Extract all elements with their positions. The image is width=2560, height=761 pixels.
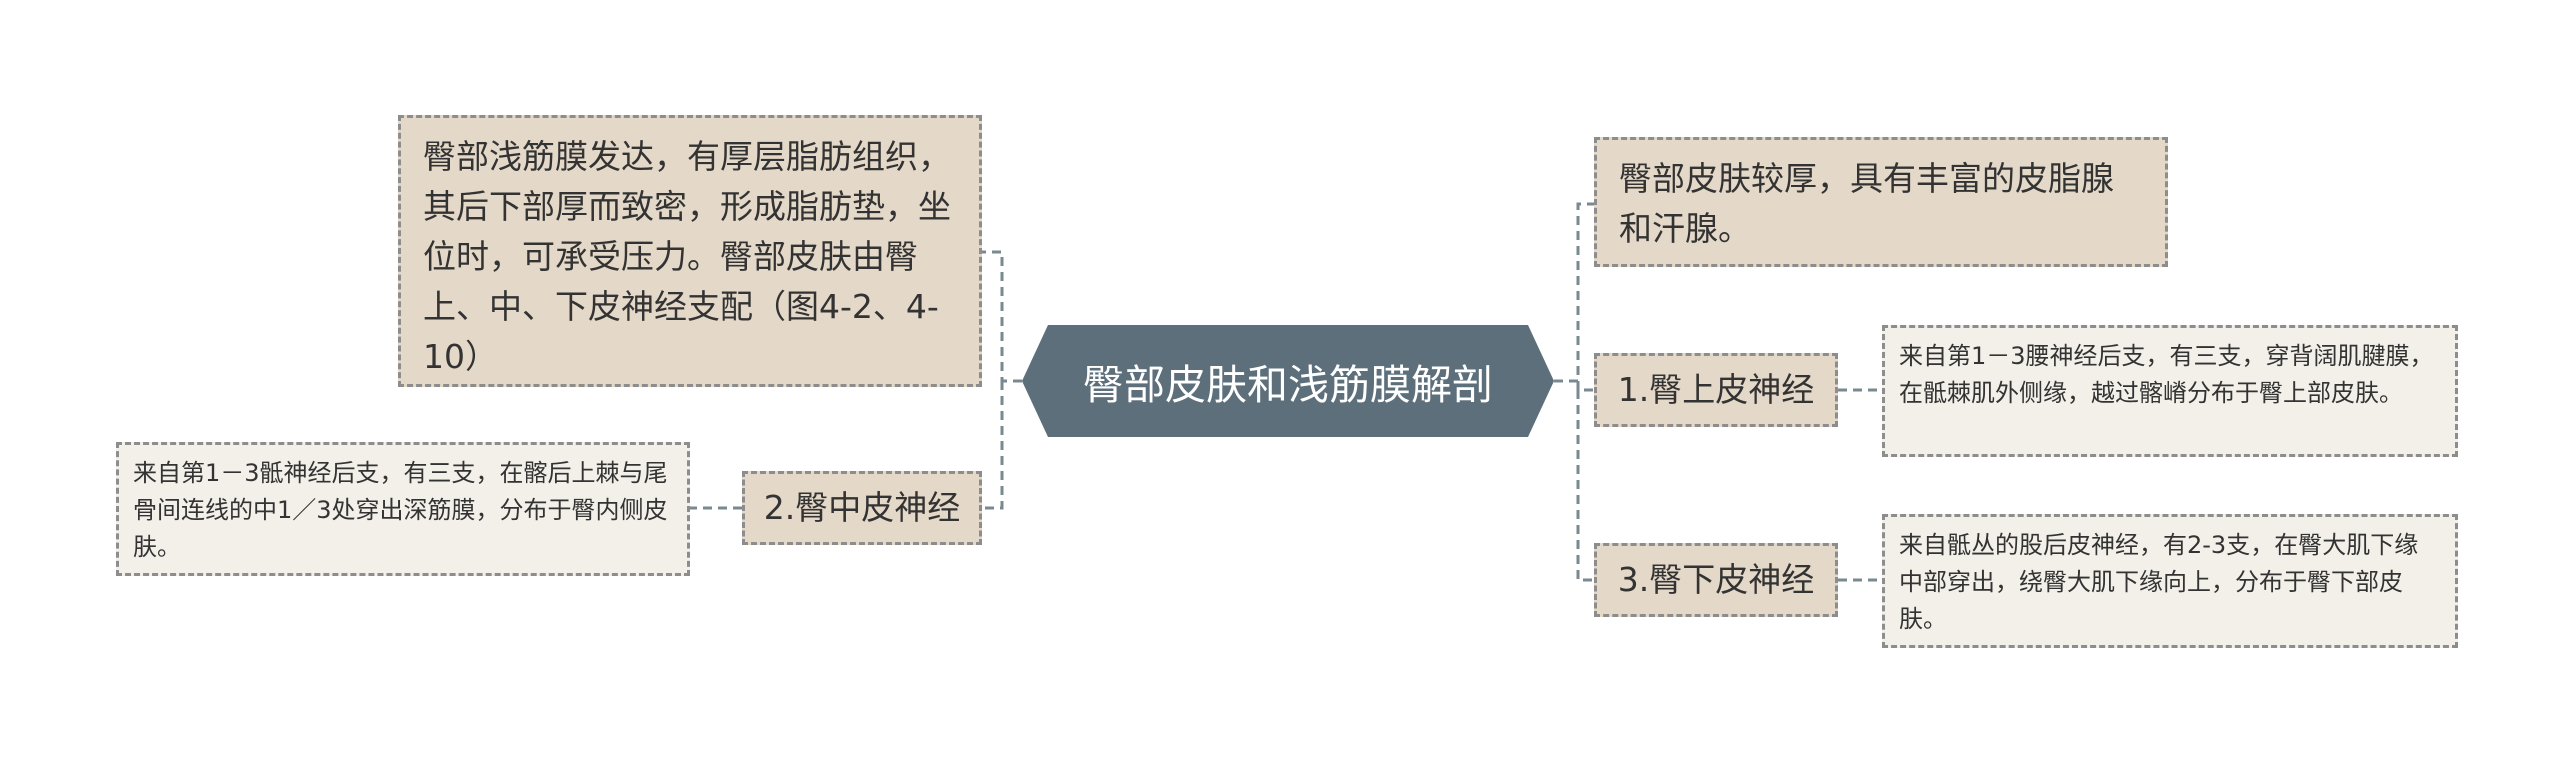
- upper-nerve-detail-node[interactable]: 来自第1－3腰神经后支，有三支，穿背阔肌腱膜，在骶棘肌外侧缘，越过髂嵴分布于臀上…: [1882, 325, 2458, 457]
- middle-nerve-node[interactable]: 2.臀中皮神经: [742, 471, 982, 545]
- skin-description-node[interactable]: 臀部皮肤较厚，具有丰富的皮脂腺和汗腺。: [1594, 137, 2168, 267]
- root-label: 臀部皮肤和浅筋膜解剖: [1083, 361, 1493, 409]
- middle-nerve-detail-text: 来自第1－3骶神经后支，有三支，在髂后上棘与尾骨间连线的中1／3处穿出深筋膜，分…: [133, 459, 668, 561]
- lower-nerve-node[interactable]: 3.臀下皮神经: [1594, 543, 1838, 617]
- root-shape: [1022, 325, 1554, 437]
- middle-nerve-detail-node[interactable]: 来自第1－3骶神经后支，有三支，在髂后上棘与尾骨间连线的中1／3处穿出深筋膜，分…: [116, 442, 690, 576]
- lower-nerve-detail-text: 来自骶丛的股后皮神经，有2-3支，在臀大肌下缘中部穿出，绕臀大肌下缘向上，分布于…: [1899, 531, 2419, 633]
- lower-nerve-label: 3.臀下皮神经: [1617, 560, 1815, 599]
- upper-nerve-detail-text: 来自第1－3腰神经后支，有三支，穿背阔肌腱膜，在骶棘肌外侧缘，越过髂嵴分布于臀上…: [1899, 342, 2434, 407]
- root-topic[interactable]: 臀部皮肤和浅筋膜解剖: [1022, 325, 1554, 437]
- connector-right-trunk: [1554, 202, 1594, 582]
- upper-nerve-node[interactable]: 1.臀上皮神经: [1594, 353, 1838, 427]
- fascia-description-text: 臀部浅筋膜发达，有厚层脂肪组织，其后下部厚而致密，形成脂肪垫，坐位时，可承受压力…: [423, 137, 951, 376]
- lower-nerve-detail-node[interactable]: 来自骶丛的股后皮神经，有2-3支，在臀大肌下缘中部穿出，绕臀大肌下缘向上，分布于…: [1882, 514, 2458, 648]
- upper-nerve-label: 1.臀上皮神经: [1617, 370, 1815, 409]
- connector-left-trunk: [982, 250, 1022, 510]
- skin-description-text: 臀部皮肤较厚，具有丰富的皮脂腺和汗腺。: [1619, 159, 2114, 248]
- middle-nerve-label: 2.臀中皮神经: [763, 488, 961, 527]
- fascia-description-node[interactable]: 臀部浅筋膜发达，有厚层脂肪组织，其后下部厚而致密，形成脂肪垫，坐位时，可承受压力…: [398, 115, 982, 387]
